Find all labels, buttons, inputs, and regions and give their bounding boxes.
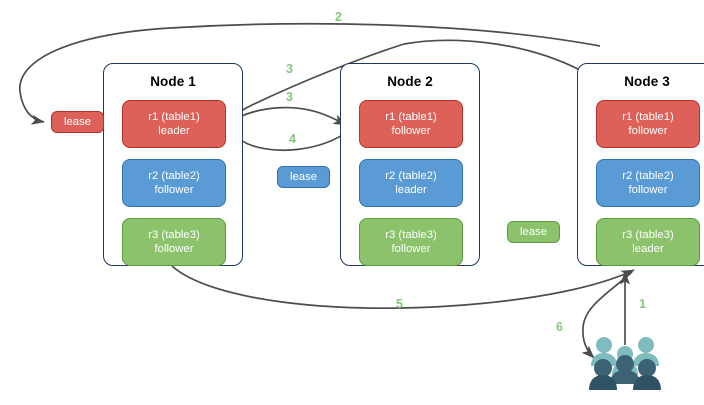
users-icon [589, 337, 661, 390]
replica-node1-r2[interactable]: r2 (table2) follower [122, 159, 226, 207]
replica-role: leader [632, 243, 664, 255]
replica-name: r2 (table2) [622, 170, 674, 182]
node-container-node2: Node 2 r1 (table1) follower r2 (table2) … [340, 63, 480, 266]
replica-role: follower [154, 243, 194, 255]
replica-node2-r1[interactable]: r1 (table1) follower [359, 100, 463, 148]
edge-5-node1-to-node3 [171, 265, 635, 310]
replica-node1-r3[interactable]: r3 (table3) follower [122, 218, 226, 266]
node-container-node1: Node 1 r1 (table1) leader r2 (table2) fo… [103, 63, 243, 266]
lease-badge-blue[interactable]: lease [277, 166, 330, 188]
replica-role: leader [158, 125, 190, 137]
replica-node2-r3[interactable]: r3 (table3) follower [359, 218, 463, 266]
step-label-5: 5 [396, 297, 403, 311]
replica-role: leader [395, 184, 427, 196]
replica-node3-r1[interactable]: r1 (table1) follower [596, 100, 700, 148]
lease-badge-green[interactable]: lease [507, 221, 560, 243]
step-label-3-lower: 3 [286, 90, 293, 104]
replica-node1-r1[interactable]: r1 (table1) leader [122, 100, 226, 148]
node-title-node1: Node 1 [150, 74, 196, 89]
replica-name: r3 (table3) [385, 229, 437, 241]
replica-name: r3 (table3) [622, 229, 674, 241]
replica-node2-r2[interactable]: r2 (table2) leader [359, 159, 463, 207]
step-label-2: 2 [335, 10, 342, 24]
replica-role: follower [391, 243, 431, 255]
step-label-4: 4 [289, 132, 296, 146]
replica-name: r2 (table2) [385, 170, 437, 182]
step-label-1: 1 [639, 297, 646, 311]
replica-name: r2 (table2) [148, 170, 200, 182]
node-container-node3: Node 3 r1 (table1) follower r2 (table2) … [577, 63, 704, 266]
replica-name: r3 (table3) [148, 229, 200, 241]
replica-name: r1 (table1) [622, 111, 674, 123]
replica-role: follower [628, 184, 668, 196]
replica-node3-r3[interactable]: r3 (table3) leader [596, 218, 700, 266]
edge-3-node1r1-to-node2r1 [225, 106, 347, 126]
replica-role: follower [628, 125, 668, 137]
node-title-node3: Node 3 [624, 74, 670, 89]
replica-role: follower [154, 184, 194, 196]
step-label-6: 6 [556, 320, 563, 334]
node-title-node2: Node 2 [387, 74, 433, 89]
replica-name: r1 (table1) [385, 111, 437, 123]
step-label-3-upper: 3 [286, 62, 293, 76]
replica-name: r1 (table1) [148, 111, 200, 123]
replica-node3-r2[interactable]: r2 (table2) follower [596, 159, 700, 207]
lease-badge-red[interactable]: lease [51, 111, 104, 133]
replica-role: follower [391, 125, 431, 137]
